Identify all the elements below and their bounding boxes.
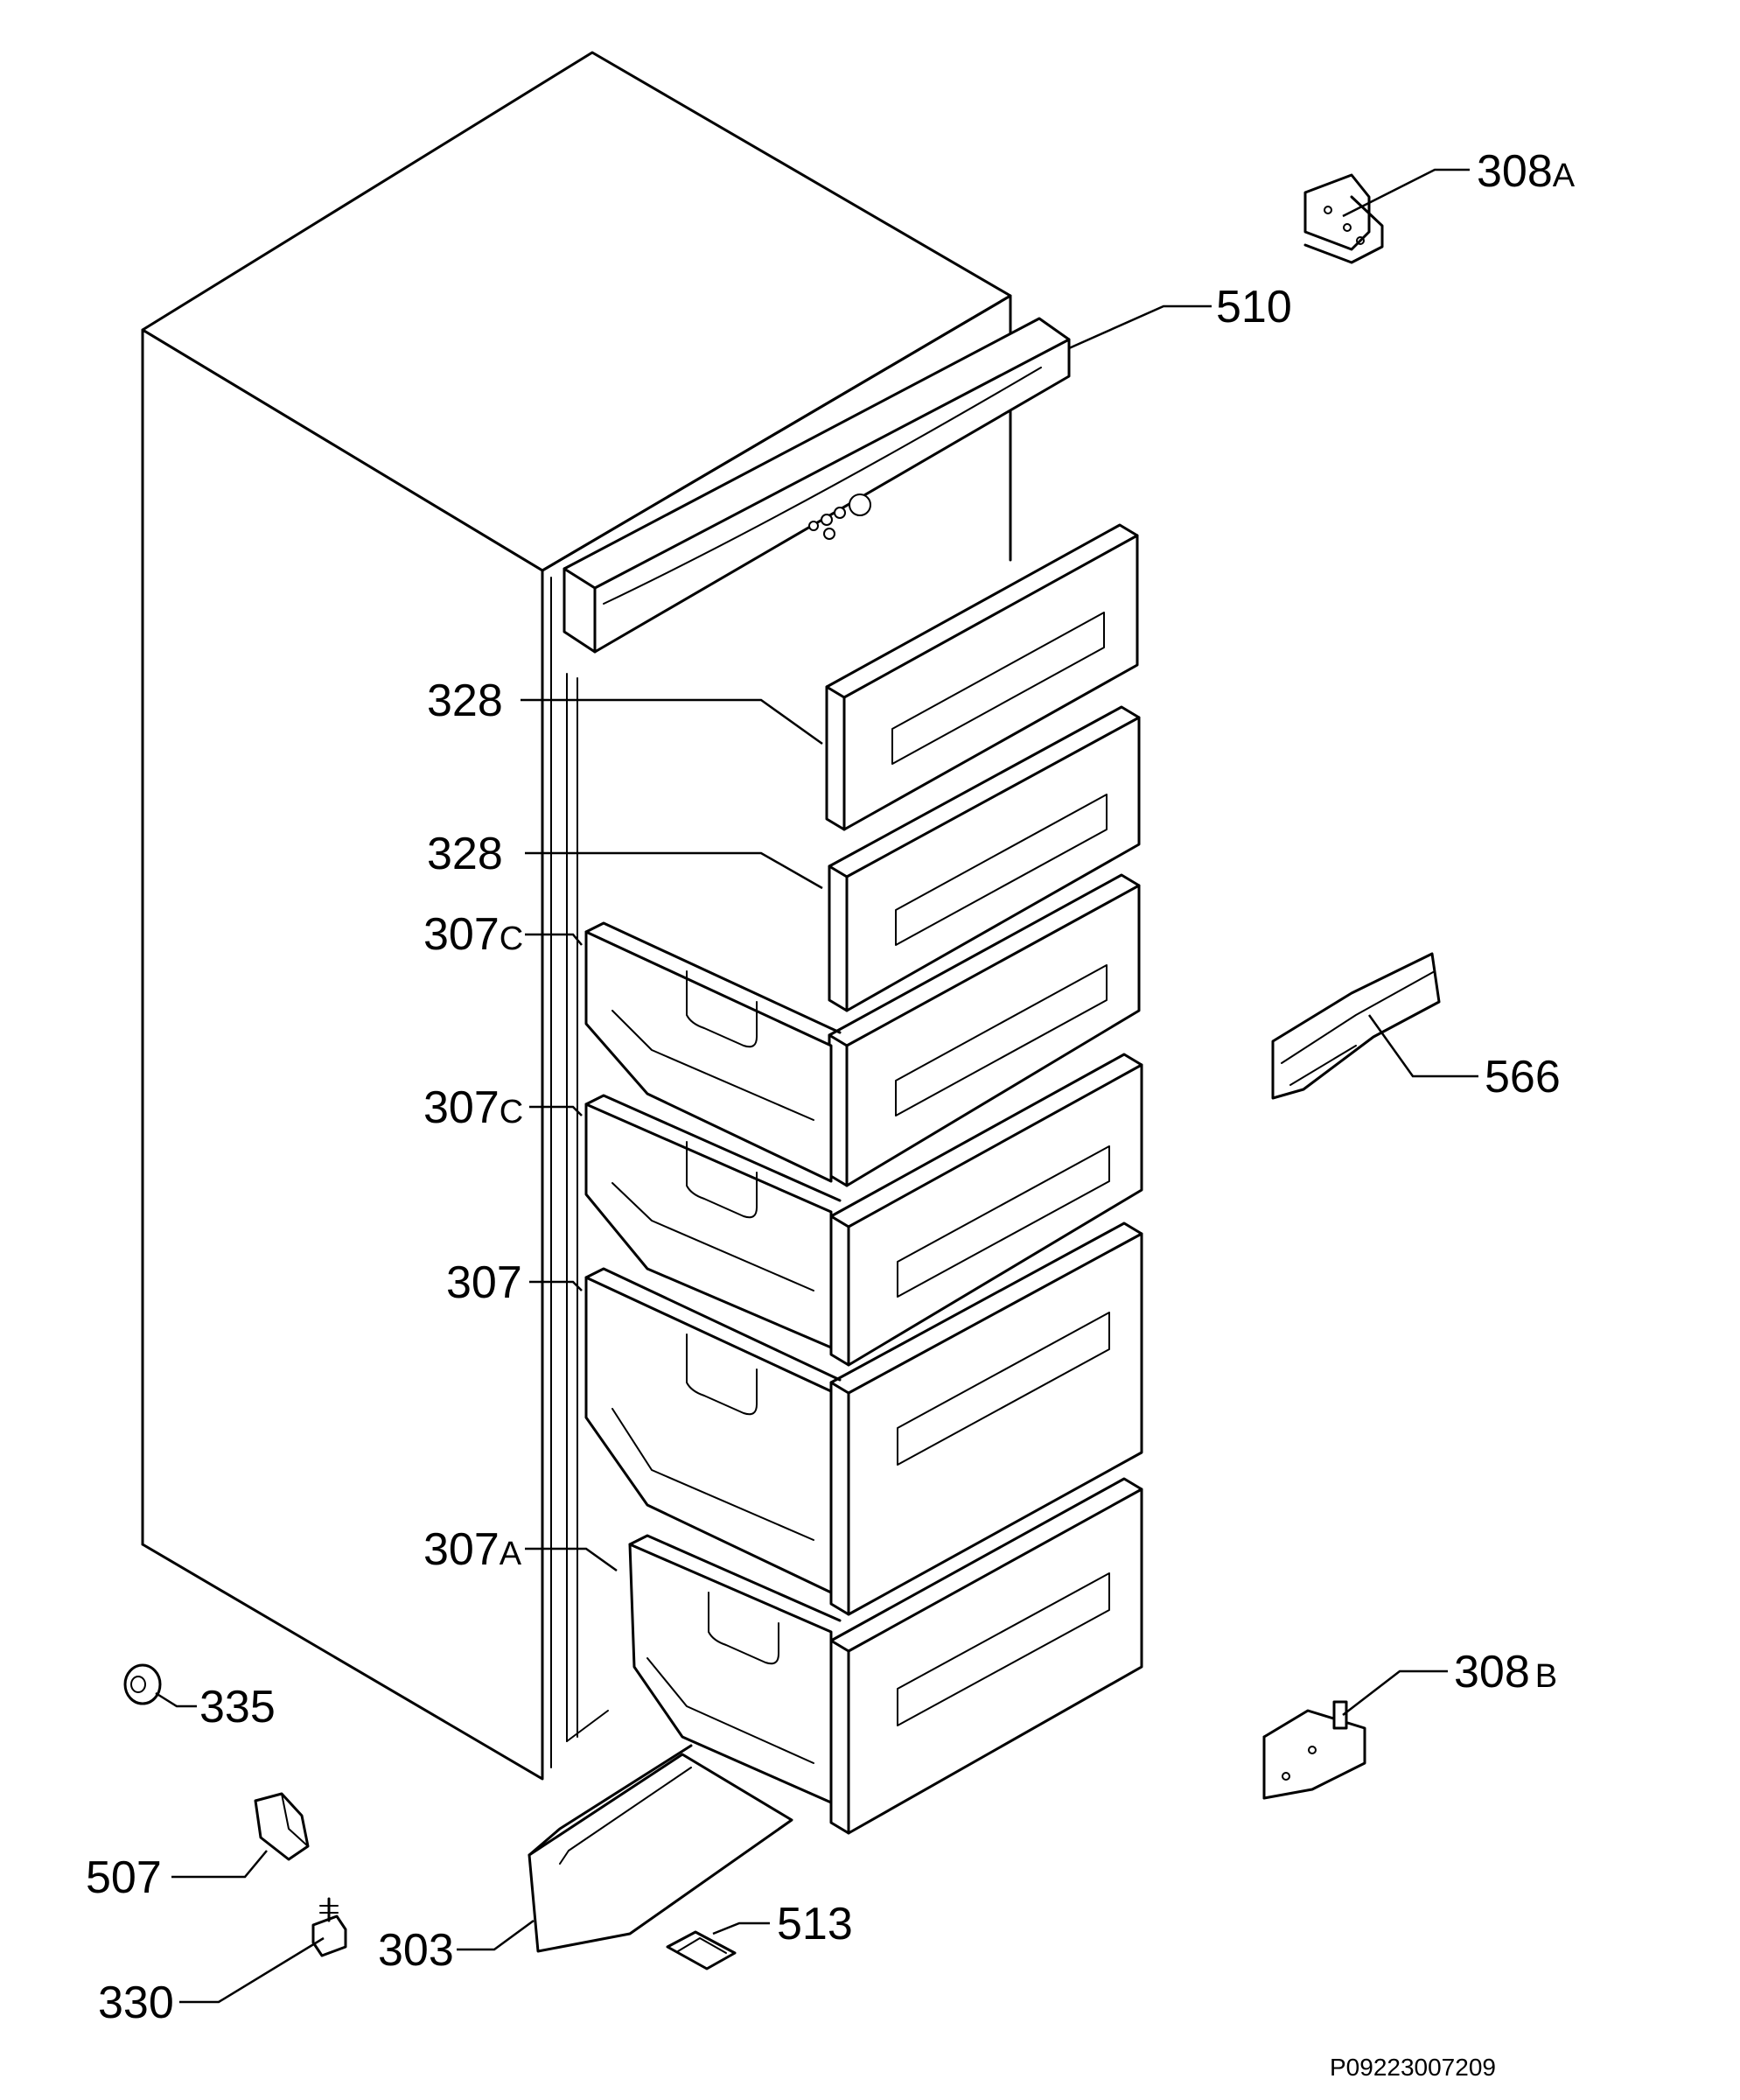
foot-335	[123, 1663, 162, 1705]
label-566: 566	[1485, 1052, 1561, 1102]
label-335: 335	[199, 1682, 276, 1732]
bracket-566	[1271, 952, 1441, 1100]
hinge-308a	[1303, 173, 1384, 264]
label-307a: 307A	[423, 1524, 522, 1575]
foot-330	[311, 1897, 347, 1957]
hinge-308b	[1262, 1700, 1366, 1800]
label-328-upper: 328	[427, 676, 503, 726]
label-307c-upper: 307C	[423, 909, 523, 960]
drawer-fronts	[825, 523, 1143, 1835]
label-303: 303	[378, 1925, 454, 1976]
drawer-baskets	[584, 921, 842, 1804]
control-panel	[563, 317, 1071, 654]
label-510: 510	[1216, 282, 1292, 332]
label-330: 330	[98, 1978, 174, 2028]
label-308a: 308A	[1477, 146, 1576, 197]
leader-lines	[155, 168, 1478, 2004]
label-307: 307	[446, 1257, 522, 1308]
clip-507	[254, 1792, 310, 1861]
label-328-lower: 328	[427, 829, 503, 879]
cabinet-body	[141, 51, 1012, 1781]
label-507: 507	[86, 1852, 162, 1903]
label-307c-lower: 307C	[423, 1082, 523, 1133]
document-id: P09223007209	[1330, 2054, 1496, 2081]
slide-513	[666, 1930, 737, 1970]
part-labels: 308A 510 328 328 307C 307C 307 307A 566 …	[86, 146, 1576, 2028]
plinth	[528, 1744, 793, 1953]
label-513: 513	[777, 1899, 853, 1950]
